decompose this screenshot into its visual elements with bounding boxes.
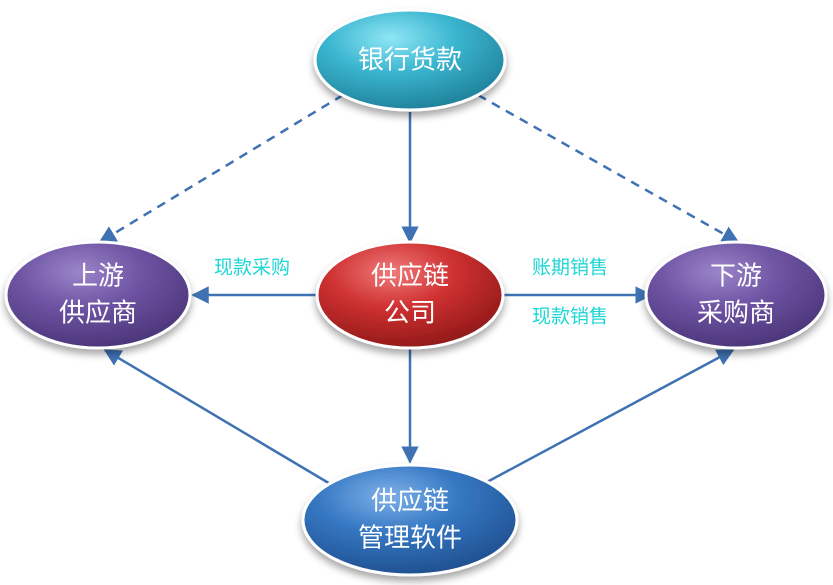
label-cash-purchase: 现款采购 (214, 257, 290, 279)
node-software-line1: 供应链 (371, 487, 449, 517)
node-bank-loan (313, 8, 507, 112)
node-downstream-purchaser (644, 240, 828, 350)
node-upstream-line1: 上游 (72, 262, 124, 292)
node-center-line2: 公司 (384, 299, 436, 329)
node-upstream-line2: 供应商 (59, 299, 137, 329)
node-downstream-line1: 下游 (710, 262, 762, 292)
label-cash-sales: 现款销售 (532, 306, 608, 328)
edge-bank-to-upstream (98, 93, 344, 244)
edge-software-to-upstream (103, 348, 333, 487)
label-credit-sales: 账期销售 (532, 257, 608, 279)
node-supply-chain-software (301, 463, 519, 577)
node-upstream-supplier (4, 240, 192, 350)
node-bank-loan-label: 银行货款 (358, 46, 462, 76)
node-software-line2: 管理软件 (358, 524, 462, 554)
node-downstream-line2: 采购商 (697, 299, 775, 329)
node-supply-chain-company (315, 240, 505, 350)
edge-bank-to-downstream (477, 93, 740, 244)
node-center-line1: 供应链 (371, 262, 449, 292)
edge-software-to-downstream (486, 348, 735, 484)
